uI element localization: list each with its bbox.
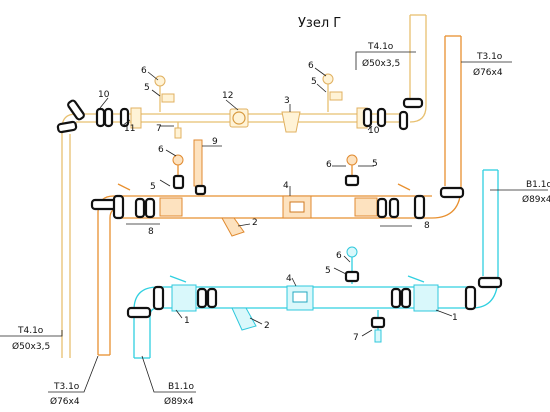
callout-7-cyan: 7: [353, 333, 359, 343]
label-t41o-top-name: Т4.1о: [367, 42, 394, 52]
callout-6-yellow-right: 6: [308, 61, 314, 71]
callout-5-orange-left: 5: [150, 182, 156, 192]
label-t31o-top-size: Ø76х4: [473, 67, 503, 78]
pipe-t3-orange: [97, 35, 462, 356]
label-v11o-right-size: Ø89х4: [522, 194, 550, 205]
callout-6-cyan: 6: [336, 251, 342, 261]
callout-3: 3: [284, 96, 290, 106]
callout-11: 11: [124, 124, 135, 134]
callout-12: 12: [222, 91, 233, 101]
gauge-6-right-orange: [346, 154, 358, 166]
label-v11o-right-name: В1.1о: [526, 180, 550, 190]
gauge-6-right-yellow: [322, 73, 334, 85]
pipe-v1-cyan: [133, 169, 499, 359]
callout-5-cyan: 5: [325, 266, 331, 276]
callout-6-orange-right: 6: [326, 160, 332, 170]
callout-numbers: 6 5 10 11 7 12 3 6 5 10 6 5 8 9 2 4 6 5 …: [98, 61, 458, 343]
strainer-2-orange: [221, 217, 245, 237]
flange-seals: [56, 97, 503, 329]
label-t41o-top-size: Ø50х3,5: [362, 58, 400, 69]
pipe-labels: Т4.1о Ø50х3,5 Т3.1о Ø76х4 В1.1о Ø89х4 Т4…: [12, 42, 550, 407]
callout-2-orange: 2: [252, 218, 258, 228]
gauge-6-left-yellow: [154, 75, 166, 87]
strainer-3-yellow: [281, 111, 301, 133]
valve-1-right-cyan: [413, 284, 439, 312]
leader-lines: [0, 51, 548, 393]
valve-1-left-cyan: [171, 284, 197, 312]
callout-4-orange: 4: [283, 181, 289, 191]
callout-10-left: 10: [98, 90, 110, 100]
label-v11o-bottom-size: Ø89х4: [164, 396, 194, 407]
strainer-2-cyan: [231, 307, 257, 331]
drawing-title: Узел Г: [298, 16, 341, 31]
label-t31o-bottom-size: Ø76х4: [50, 396, 80, 407]
label-v11o-bottom-name: В1.1о: [168, 382, 194, 392]
callout-5-orange-right: 5: [372, 159, 378, 169]
gauge-6-left-orange: [172, 154, 184, 166]
callout-7-yellow: 7: [156, 124, 162, 134]
callout-4-cyan: 4: [286, 274, 292, 284]
callout-2-cyan: 2: [264, 321, 270, 331]
callout-6-yellow-left: 6: [141, 66, 147, 76]
label-t41o-left-size: Ø50х3,5: [12, 341, 50, 352]
callout-9: 9: [212, 137, 218, 147]
callout-1-right: 1: [452, 313, 458, 323]
valve-right-orange: [354, 197, 378, 217]
valve-left-orange: [159, 197, 183, 217]
callout-6-orange-left: 6: [158, 145, 164, 155]
label-t31o-bottom-name: Т3.1о: [53, 382, 80, 392]
pipe-t4-yellow: [61, 14, 427, 358]
label-t41o-left-name: Т4.1о: [17, 326, 44, 336]
callout-8-right: 8: [424, 221, 430, 231]
callout-5-yellow-left: 5: [144, 83, 150, 93]
gauge-6-cyan: [346, 246, 358, 258]
callout-5-yellow-right: 5: [311, 77, 317, 87]
callout-1-left: 1: [184, 316, 190, 326]
callout-10-right: 10: [368, 126, 380, 136]
callout-8-left: 8: [148, 227, 154, 237]
label-t31o-top-name: Т3.1о: [476, 52, 503, 62]
